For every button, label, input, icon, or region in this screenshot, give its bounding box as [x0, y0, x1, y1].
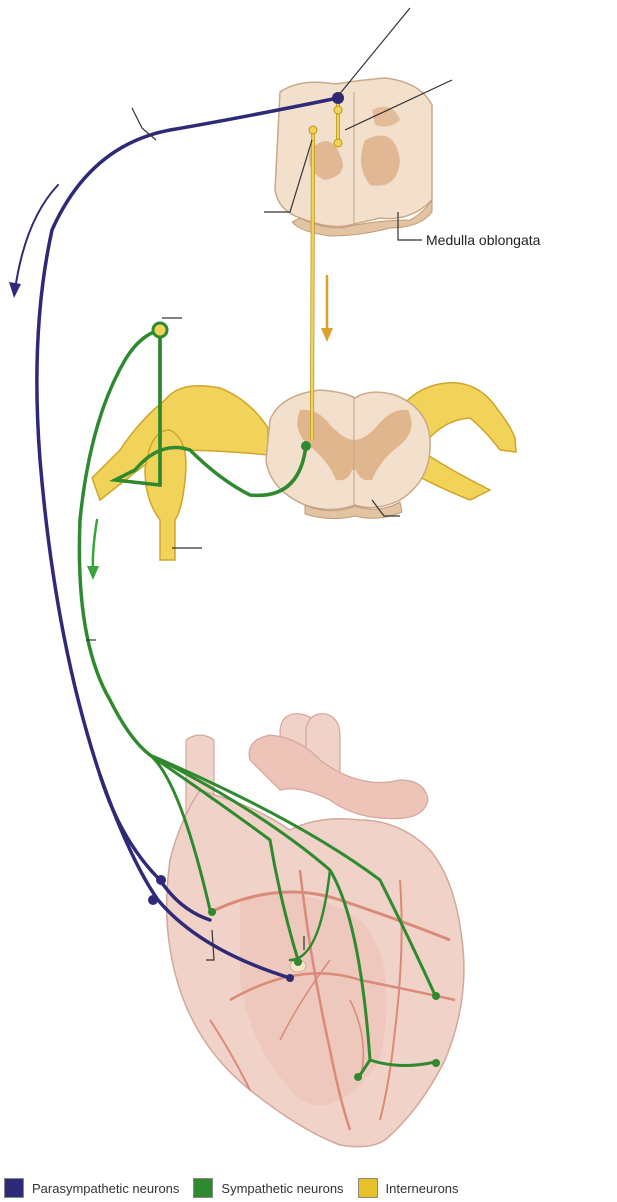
sympathetic-ending-3	[432, 992, 440, 1000]
legend-item-interneurons: Interneurons	[358, 1178, 459, 1198]
legend: Parasympathetic neurons Sympathetic neur…	[4, 1176, 616, 1200]
parasympathetic-ganglion-1	[156, 875, 166, 885]
sympathetic-ganglion-node	[153, 323, 167, 337]
parasympathetic-swatch	[4, 1178, 24, 1198]
sympathetic-ending-5	[354, 1073, 362, 1081]
sympathetic-ending-2	[294, 958, 302, 966]
heart	[167, 714, 464, 1147]
legend-item-parasympathetic: Parasympathetic neurons	[4, 1178, 179, 1198]
legend-item-sympathetic: Sympathetic neurons	[193, 1178, 343, 1198]
parasympathetic-soma	[332, 92, 344, 104]
spinal-cord	[92, 383, 516, 560]
medulla-oblongata	[275, 78, 432, 236]
parasympathetic-ganglion-2	[148, 895, 158, 905]
sympathetic-ending-1	[208, 908, 216, 916]
parasympathetic-ending	[286, 974, 294, 982]
sympathetic-soma-spinal	[301, 441, 311, 451]
sympathetic-ending-4	[432, 1059, 440, 1067]
legend-label-sympathetic: Sympathetic neurons	[221, 1181, 343, 1196]
legend-label-parasympathetic: Parasympathetic neurons	[32, 1181, 179, 1196]
medulla-oblongata-label: Medulla oblongata	[426, 232, 541, 248]
interneuron-swatch	[358, 1178, 378, 1198]
sympathetic-swatch	[193, 1178, 213, 1198]
sympathetic-arrow	[93, 520, 97, 572]
legend-label-interneurons: Interneurons	[386, 1181, 459, 1196]
